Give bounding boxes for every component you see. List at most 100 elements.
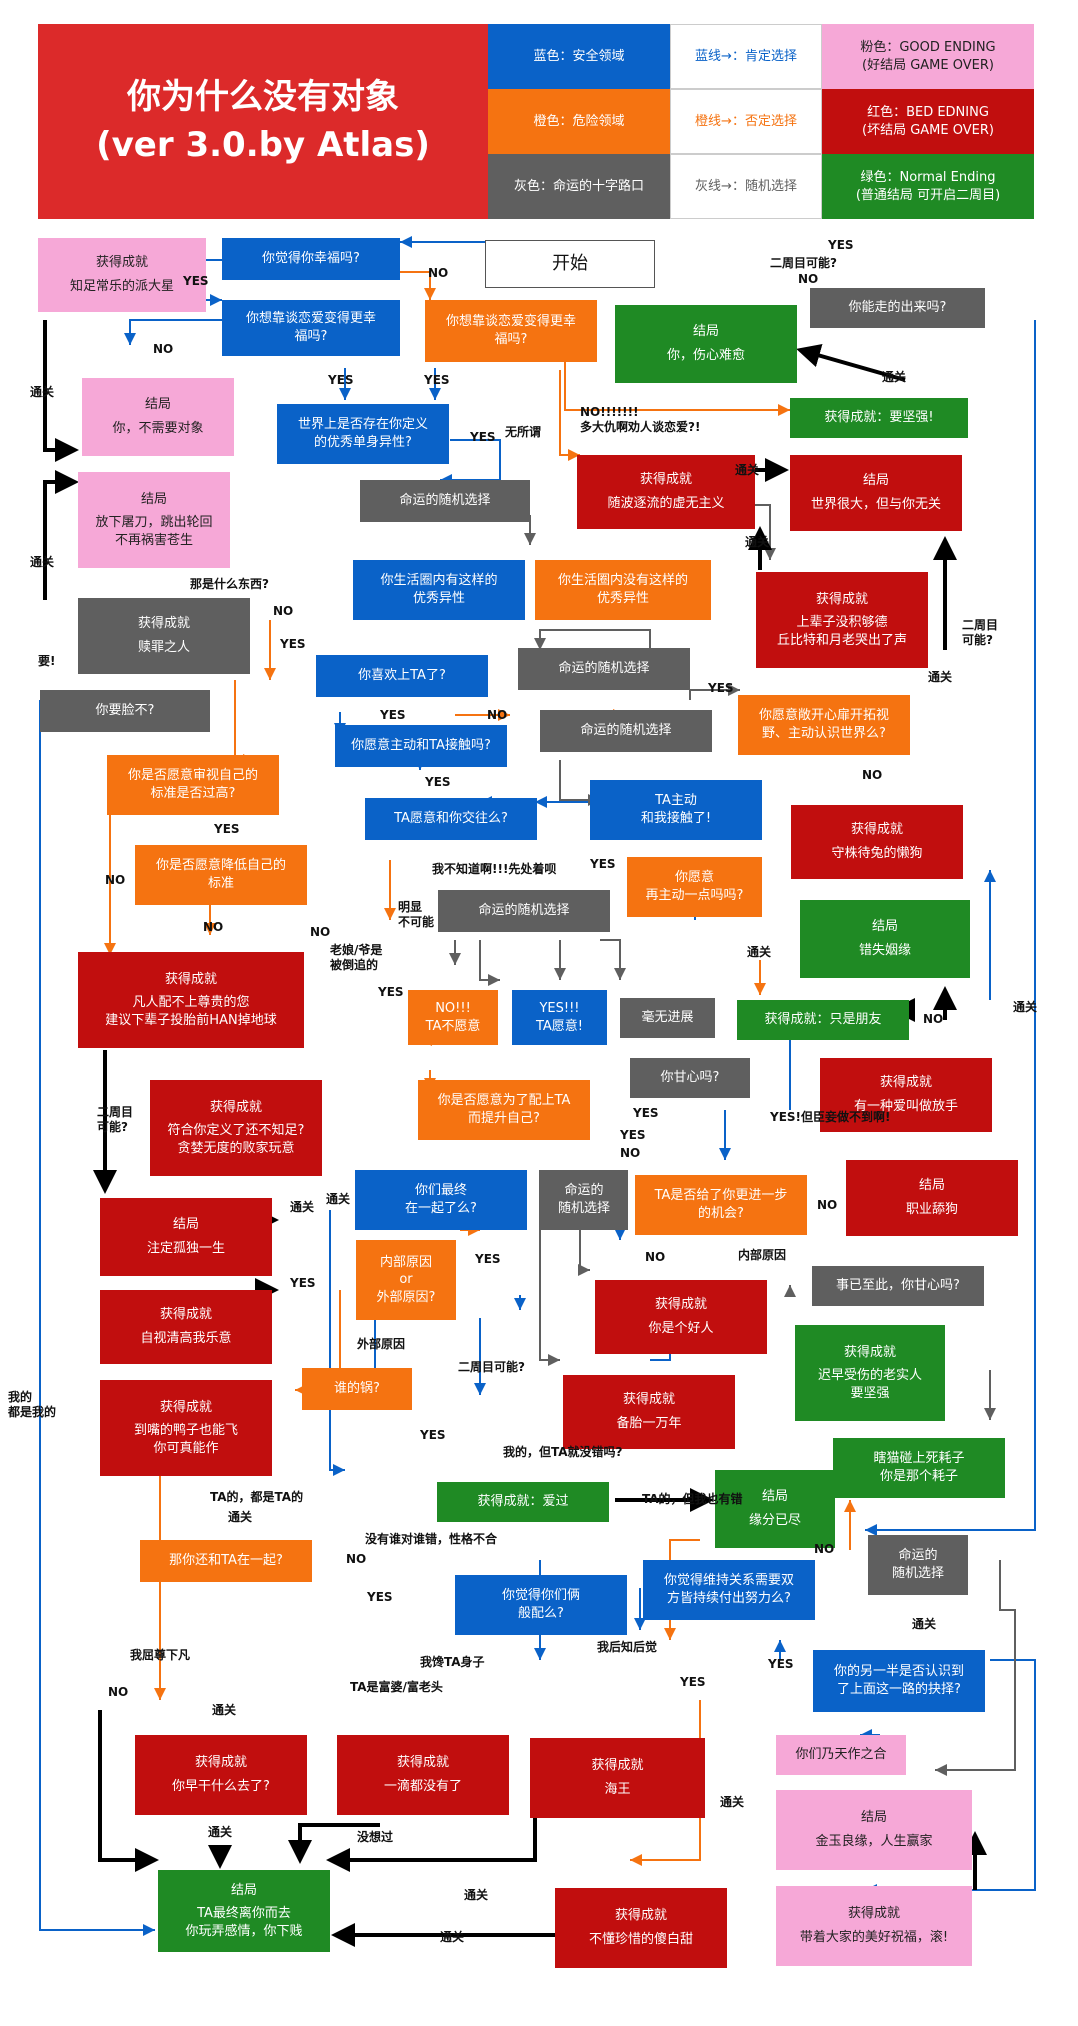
random-choice-6: 命运的 随机选择	[868, 1535, 968, 1595]
edge-label: 我后知后觉	[597, 1640, 658, 1654]
edge-label: 通关	[1013, 1000, 1038, 1014]
edge-label: 要!	[38, 654, 56, 668]
ending-missed: 结局错失姻缘	[800, 900, 970, 978]
edge-label: 通关	[882, 370, 907, 384]
edge-label: 通关	[208, 1825, 233, 1839]
question-together: 你们最终 在一起了么?	[355, 1170, 527, 1230]
question-lower: 你是否愿意降低自己的 标准	[135, 845, 307, 905]
achievement-king: 获得成就海王	[530, 1738, 705, 1818]
legend-red: 红色：BED EDNING (坏结局 GAME OVER)	[822, 89, 1034, 154]
edge-label: YES!但臣妾做不到啊!	[770, 1110, 891, 1124]
ending-buddha: 结局放下屠刀，跳出轮回 不再祸害苍生	[78, 472, 230, 568]
question-exist: 世界上是否存在你定义 的优秀单身异性?	[277, 404, 449, 464]
question-not-have: 你生活圈内没有这样的 优秀异性	[535, 560, 711, 620]
edge-label: NO	[346, 1552, 367, 1566]
random-choice-2: 命运的随机选择	[518, 648, 690, 690]
question-more-active: 你愿意 再主动一点吗吗?	[627, 857, 762, 917]
achievement-loved: 获得成就：爱过	[437, 1482, 609, 1522]
edge-label: 通关	[30, 385, 55, 399]
question-cause: 内部原因 or 外部原因?	[356, 1240, 456, 1320]
edge-label: NO	[310, 925, 331, 939]
achievement-ordinary: 获得成就凡人配不上尊贵的您 建议下辈子投胎前HAN掉地球	[78, 952, 304, 1048]
legend-gray-line: 灰线→：随机选择	[670, 154, 822, 219]
edge-label: 二周目 可能?	[962, 618, 999, 647]
edge-label: NO	[153, 342, 174, 356]
achievement-oldman: 获得成就迟早受伤的老实人 要坚强	[795, 1325, 945, 1421]
edge-label: 内部原因	[738, 1248, 787, 1262]
edge-label: 那是什么东西?	[190, 577, 269, 591]
ending-heal: 结局你，伤心难愈	[615, 305, 797, 383]
edge-label: 通关	[928, 670, 953, 684]
question-resign-2: 事已至此，你甘心吗?	[812, 1266, 984, 1306]
edge-label: NO	[487, 708, 508, 722]
edge-label: 没想过	[357, 1830, 394, 1844]
question-happy: 你觉得你幸福吗?	[222, 238, 400, 280]
edge-label: YES	[680, 1675, 706, 1689]
edge-label: 通关	[30, 555, 55, 569]
edge-label: YES	[183, 274, 209, 288]
question-still-together: 那你还和TA在一起?	[140, 1540, 312, 1582]
question-love-happier: 你想靠谈恋爱变得更幸 福吗?	[222, 300, 400, 356]
question-improve: 你是否愿意为了配上TA 而提升自己?	[418, 1080, 590, 1140]
question-face: 你要脸不?	[40, 690, 210, 732]
no-progress: 毫无进展	[620, 998, 715, 1038]
edge-label: 通关	[747, 945, 772, 959]
edge-label: TA的，都是TA的	[210, 1490, 304, 1504]
achievement-unfit: 获得成就符合你定义了还不知足? 贪婪无度的败家玩意	[150, 1080, 322, 1176]
edge-label: YES	[214, 822, 240, 836]
question-review: 你是否愿意审视自己的 标准是否过高?	[107, 755, 279, 815]
achievement-duck: 获得成就到嘴的鸭子也能飞 你可真能作	[100, 1380, 272, 1476]
achievement-rabbit: 获得成就守株待兔的懒狗	[791, 805, 963, 879]
edge-label: 通关	[440, 1930, 465, 1944]
edge-label: NO	[203, 920, 224, 934]
title-line2: (ver 3.0.by Atlas)	[96, 124, 430, 165]
edge-label: YES	[378, 985, 404, 999]
question-fault: 谁的锅?	[302, 1368, 412, 1410]
achievement-moon: 获得成就上辈子没积够德 丘比特和月老哭出了声	[756, 572, 928, 668]
achievement-strong: 获得成就：要坚强!	[790, 398, 968, 438]
edge-label: 我不知道啊!!!先处着呗	[432, 862, 557, 876]
edge-label: NO	[108, 1685, 129, 1699]
achievement-drop: 获得成就一滴都没有了	[337, 1735, 509, 1815]
question-love-happier-2: 你想靠谈恋爱变得更幸 福吗?	[425, 300, 597, 362]
achievement-nihil: 获得成就随波逐流的虚无主义	[577, 455, 755, 529]
edge-label: 通关	[212, 1703, 237, 1717]
edge-label: 通关	[720, 1795, 745, 1809]
ending-win: 结局金玉良缘，人生赢家	[776, 1790, 972, 1870]
achievement-blessing: 获得成就带着大家的美好祝福，滚!	[776, 1886, 972, 1966]
can-escape: 你能走的出来吗?	[810, 288, 985, 328]
ending-world: 结局世界很大，但与你无关	[790, 455, 962, 531]
question-expand: 你愿意敞开心扉开拓视 野、主动认识世界么?	[738, 695, 910, 755]
achievement-letgo: 获得成就有一种爱叫做放手	[820, 1058, 992, 1132]
ending-alone: 结局注定孤独一生	[100, 1198, 272, 1276]
edge-label: 二周目可能?	[770, 256, 837, 270]
ending-no-need: 结局你，不需要对象	[82, 378, 234, 456]
edge-label: YES	[620, 1128, 646, 1142]
edge-label: NO	[862, 768, 883, 782]
edge-label: YES	[280, 637, 306, 651]
ta-refuse: NO!!! TA不愿意	[408, 990, 498, 1045]
edge-label: YES	[475, 1252, 501, 1266]
edge-label: 我馋TA身子	[420, 1655, 485, 1669]
edge-label: YES	[420, 1428, 446, 1442]
question-chance: TA是否给了你更进一步 的机会?	[635, 1175, 807, 1235]
legend-orange: 橙色：危险领域	[488, 89, 670, 154]
achievement-friend: 获得成就：只是朋友	[737, 1000, 909, 1040]
edge-label: YES	[380, 708, 406, 722]
edge-label: 我屈尊下凡	[130, 1648, 191, 1662]
node-heaven-match: 你们乃天作之合	[776, 1735, 906, 1775]
edge-label: 通关	[228, 1510, 253, 1524]
random-choice-4: 命运的随机选择	[438, 890, 610, 932]
achievement-party: 获得成就知足常乐的派大星	[38, 238, 206, 312]
edge-label: YES	[768, 1657, 794, 1671]
page-title: 你为什么没有对象 (ver 3.0.by Atlas)	[38, 24, 488, 219]
edge-label: 明显 不可能	[398, 900, 435, 929]
edge-label: 通关	[326, 1192, 351, 1206]
legend-blue-line: 蓝线→：肯定选择	[670, 24, 822, 89]
edge-label: NO	[620, 1146, 641, 1160]
edge-label: NO	[105, 873, 126, 887]
edge-label: YES	[708, 681, 734, 695]
blind-cat: 瞎猫碰上死耗子 你是那个耗子	[833, 1438, 1005, 1498]
